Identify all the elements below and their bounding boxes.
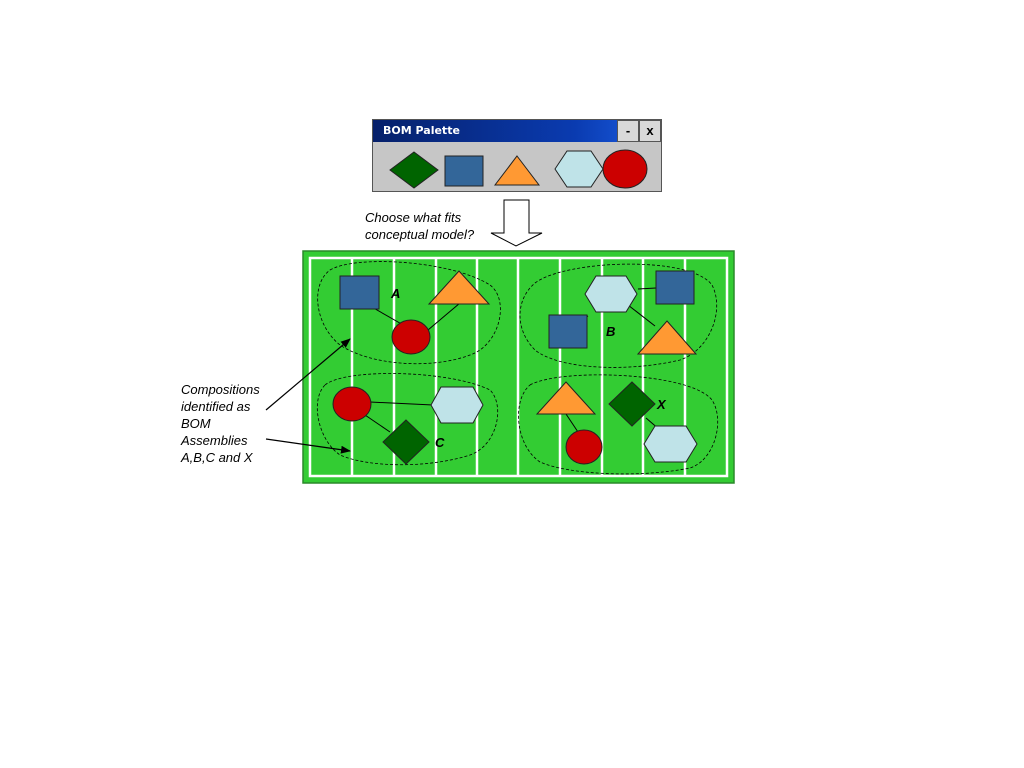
assembly-b-boundary (519, 263, 718, 368)
palette-title: BOM Palette (383, 124, 460, 137)
palette-titlebar[interactable]: BOM Palette (373, 120, 661, 142)
b-square-top-icon[interactable] (655, 270, 695, 305)
callout-text: Compositions identified as BOM Assemblie… (181, 381, 260, 466)
assembly-a-label: A (390, 286, 400, 301)
palette-shapes (389, 149, 648, 189)
callout-line-1: Compositions (181, 382, 260, 397)
callout-line-2: identified as (181, 399, 251, 414)
callout-line-3: BOM (181, 416, 211, 431)
palette-circle-icon[interactable] (602, 149, 648, 189)
close-button[interactable]: x (639, 120, 661, 142)
assembly-a-boundary (317, 261, 501, 365)
a-circle-icon[interactable] (391, 319, 431, 355)
assembly-x-label: X (656, 397, 667, 412)
b-square-bottom-icon[interactable] (548, 314, 588, 349)
a-square-icon[interactable] (339, 275, 380, 310)
assembly-c-boundary (317, 373, 498, 466)
callout-arrow-lower (265, 438, 351, 454)
down-arrow-icon (490, 199, 543, 247)
callout-line-4: Assemblies (181, 433, 248, 448)
callout-arrow-upper (265, 338, 351, 411)
prompt-line-1: Choose what fits (365, 210, 462, 225)
b-triangle-icon[interactable] (636, 320, 698, 355)
palette-square-icon[interactable] (444, 155, 484, 187)
c-diamond-icon[interactable] (382, 419, 430, 465)
assembly-b: B (519, 263, 718, 368)
assembly-x: X (518, 374, 719, 475)
a-triangle-icon[interactable] (427, 270, 491, 305)
assembly-c: C (317, 373, 498, 466)
bom-palette-window: BOM Palette - x (372, 119, 662, 192)
c-hexagon-icon[interactable] (430, 386, 484, 424)
palette-diamond-icon[interactable] (389, 151, 439, 189)
assembly-c-label: C (435, 435, 445, 450)
minimize-button[interactable]: - (617, 120, 639, 142)
palette-triangle-icon[interactable] (493, 155, 541, 186)
prompt-text: Choose what fits conceptual model? (365, 209, 474, 243)
assembly-x-boundary (518, 374, 719, 475)
b-hexagon-icon[interactable] (584, 275, 638, 313)
callout-line-5: A,B,C and X (181, 450, 253, 465)
assembly-b-label: B (606, 324, 615, 339)
c-circle-icon[interactable] (332, 386, 372, 422)
prompt-line-2: conceptual model? (365, 227, 475, 242)
x-triangle-icon[interactable] (535, 381, 597, 415)
x-circle-icon[interactable] (565, 429, 603, 465)
x-diamond-icon[interactable] (608, 381, 656, 427)
x-hexagon-icon[interactable] (643, 425, 698, 463)
assembly-a: A (317, 261, 501, 365)
